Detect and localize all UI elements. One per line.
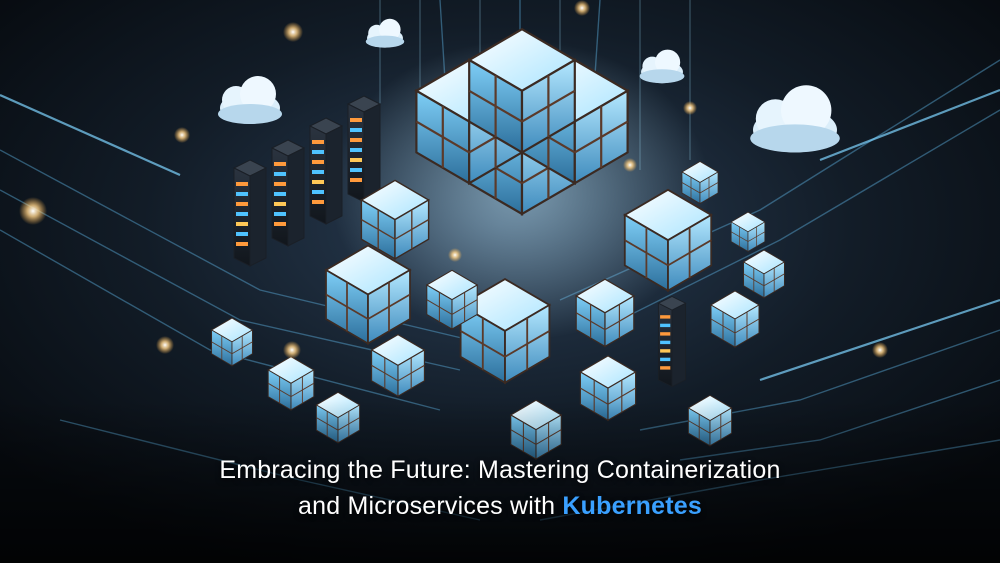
headline-line-2: and Microservices with Kubernetes — [0, 488, 1000, 524]
server-rack-icon — [233, 159, 267, 267]
server-rack-icon — [271, 139, 305, 247]
headline-line-1: Embracing the Future: Mastering Containe… — [219, 456, 781, 484]
headline: Embracing the Future: Mastering Containe… — [0, 452, 1000, 524]
server-rack-icon — [347, 95, 381, 203]
headline-line-2-text: and Microservices with — [298, 492, 563, 520]
server-rack-icon — [309, 117, 343, 225]
kubernetes-highlight: Kubernetes — [562, 492, 702, 520]
light-nodes — [19, 0, 888, 359]
server-rack-icon — [657, 296, 687, 388]
